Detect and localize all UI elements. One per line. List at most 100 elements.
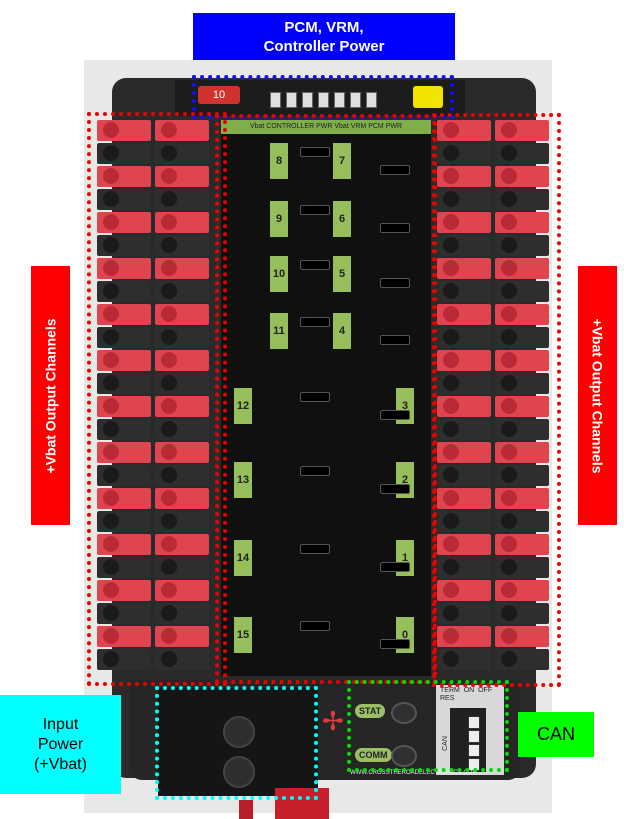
output-terminal (437, 212, 491, 233)
callout-right-outputs: +Vbat Output Channels (578, 266, 617, 525)
fuse-slot (380, 562, 410, 572)
highlight-controller-power (192, 75, 454, 119)
terminal-hole (161, 214, 177, 230)
terminal-hole (443, 651, 459, 667)
terminal-hole (443, 168, 459, 184)
terminal-hole (103, 444, 119, 460)
terminal-hole (103, 306, 119, 322)
output-terminal (97, 258, 151, 279)
comm-label: COMM (355, 748, 392, 762)
fuse-number-label: 13 (234, 462, 252, 498)
terminal-hole (443, 559, 459, 575)
callout-right-outputs-text: +Vbat Output Channels (589, 317, 606, 474)
stat-label: STAT (355, 704, 386, 718)
output-terminal (437, 580, 491, 601)
output-terminal (97, 120, 151, 141)
terminal-hole (501, 490, 517, 506)
output-terminal (437, 465, 491, 486)
output-terminal (155, 304, 209, 325)
input-bolt (223, 756, 255, 788)
output-terminal (437, 166, 491, 187)
output-terminal (97, 442, 151, 463)
output-terminal (155, 143, 209, 164)
fuse-slot (380, 639, 410, 649)
terminal-hole (161, 536, 177, 552)
fuse-slot (300, 544, 330, 554)
terminal-hole (501, 214, 517, 230)
terminal-hole (103, 329, 119, 345)
terminal-hole (103, 605, 119, 621)
output-terminal (437, 396, 491, 417)
terminal-hole (161, 375, 177, 391)
terminal-hole (103, 283, 119, 299)
terminal-hole (103, 145, 119, 161)
terminal-hole (161, 513, 177, 529)
highlight-input-power (155, 686, 318, 800)
terminal-hole (103, 168, 119, 184)
terminal-hole (443, 421, 459, 437)
output-terminal (155, 419, 209, 440)
pin (366, 92, 377, 108)
can-pin (468, 744, 480, 757)
fuse-number-label: 10 (270, 256, 288, 292)
terminal-hole (161, 582, 177, 598)
terminal-hole (161, 145, 177, 161)
output-terminal (495, 488, 549, 509)
terminal-hole (443, 582, 459, 598)
terminal-hole (161, 490, 177, 506)
output-terminal (155, 580, 209, 601)
output-terminal (155, 258, 209, 279)
output-terminal (155, 603, 209, 624)
terminal-hole (443, 122, 459, 138)
terminal-hole (161, 306, 177, 322)
fuse-slot (300, 621, 330, 631)
pin (286, 92, 297, 108)
output-terminal (155, 327, 209, 348)
output-terminal (437, 143, 491, 164)
output-terminal (97, 350, 151, 371)
terminal-hole (161, 283, 177, 299)
terminal-hole (443, 283, 459, 299)
terminal-hole (501, 145, 517, 161)
terminal-hole (501, 375, 517, 391)
terminal-hole (103, 122, 119, 138)
callout-input-line1: Input (42, 715, 79, 733)
fuse-number-label: 7 (333, 143, 351, 179)
output-terminal (495, 557, 549, 578)
output-terminal (155, 350, 209, 371)
cross-icon: ✢ (322, 706, 344, 736)
fuse-number-label: 4 (333, 313, 351, 349)
terminal-hole (501, 467, 517, 483)
output-terminal (437, 258, 491, 279)
terminal-hole (103, 398, 119, 414)
fuse-slot (300, 205, 330, 215)
output-terminal (97, 281, 151, 302)
output-terminal (155, 212, 209, 233)
comm-led (391, 745, 417, 767)
terminal-hole (501, 283, 517, 299)
terminal-hole (501, 398, 517, 414)
terminal-hole (443, 398, 459, 414)
output-terminal (97, 626, 151, 647)
output-terminal (495, 281, 549, 302)
terminal-hole (161, 559, 177, 575)
output-terminal (97, 212, 151, 233)
terminal-hole (103, 559, 119, 575)
fuse-left: 10 (198, 86, 240, 104)
terminal-hole (443, 467, 459, 483)
output-terminal (495, 166, 549, 187)
output-terminal (437, 281, 491, 302)
terminal-hole (501, 329, 517, 345)
fuse-slot (300, 147, 330, 157)
pin (302, 92, 313, 108)
output-terminal (495, 580, 549, 601)
fuse-number-label: 11 (270, 313, 288, 349)
output-terminal (155, 465, 209, 486)
output-terminal (495, 534, 549, 555)
terminal-hole (443, 605, 459, 621)
terminal-hole (501, 260, 517, 276)
can-header-text: TERM ON OFF RES (440, 687, 493, 702)
fuse-slot (380, 410, 410, 420)
fuse-slot (380, 484, 410, 494)
output-terminal (437, 511, 491, 532)
